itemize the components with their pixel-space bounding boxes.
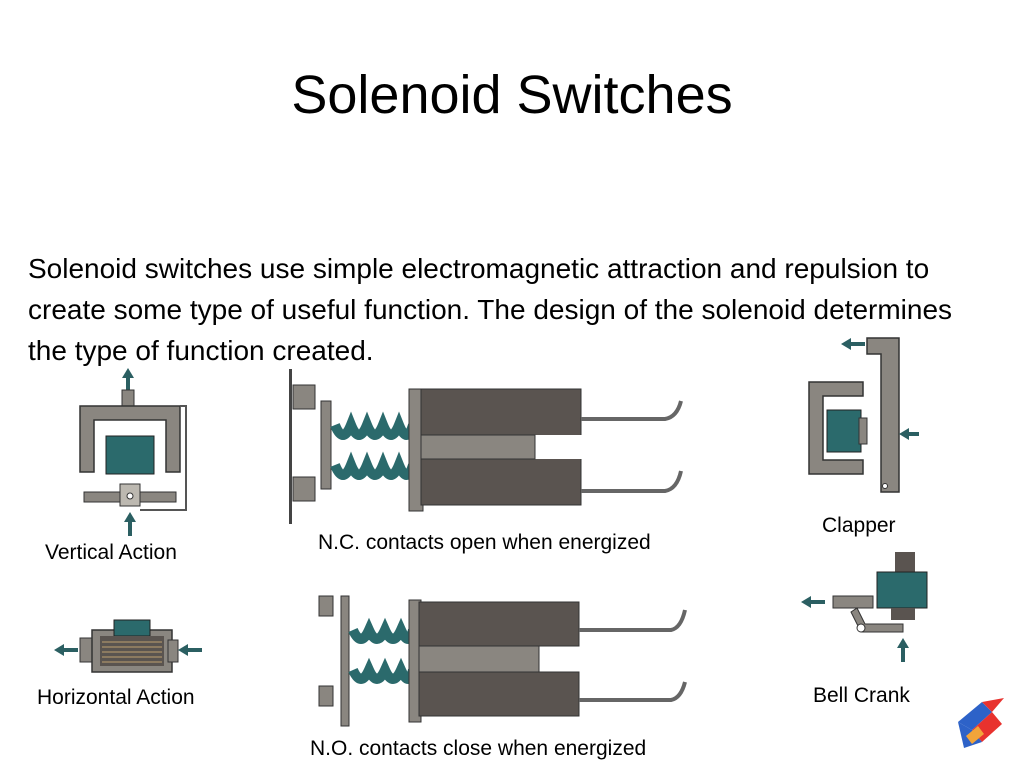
no-contacts-caption: N.O. contacts close when energized <box>310 737 647 760</box>
arrow-left-icon <box>54 644 78 656</box>
arrow-up-icon <box>124 512 136 536</box>
arrow-left-icon <box>801 596 825 608</box>
horizontal-action-diagram <box>54 619 202 673</box>
no-contacts-diagram <box>318 595 687 727</box>
arrow-up-icon <box>122 368 134 392</box>
arrow-left-icon <box>899 428 919 440</box>
nc-contacts-diagram <box>289 369 683 524</box>
slide-title: Solenoid Switches <box>291 65 733 125</box>
arrow-up-icon <box>897 638 909 662</box>
arrow-left-icon <box>841 338 865 350</box>
vertical-action-caption: Vertical Action <box>45 541 177 564</box>
vertical-action-diagram <box>79 368 187 536</box>
horizontal-action-caption: Horizontal Action <box>37 686 195 709</box>
arrow-left-icon <box>178 644 202 656</box>
logo-icon <box>958 698 1004 748</box>
clapper-caption: Clapper <box>822 514 896 537</box>
clapper-diagram <box>808 337 919 493</box>
slide-body-text: Solenoid switches use simple electromagn… <box>28 253 953 366</box>
bell-crank-diagram <box>801 552 928 662</box>
nc-contacts-caption: N.C. contacts open when energized <box>318 531 651 554</box>
bell-crank-caption: Bell Crank <box>813 684 910 707</box>
